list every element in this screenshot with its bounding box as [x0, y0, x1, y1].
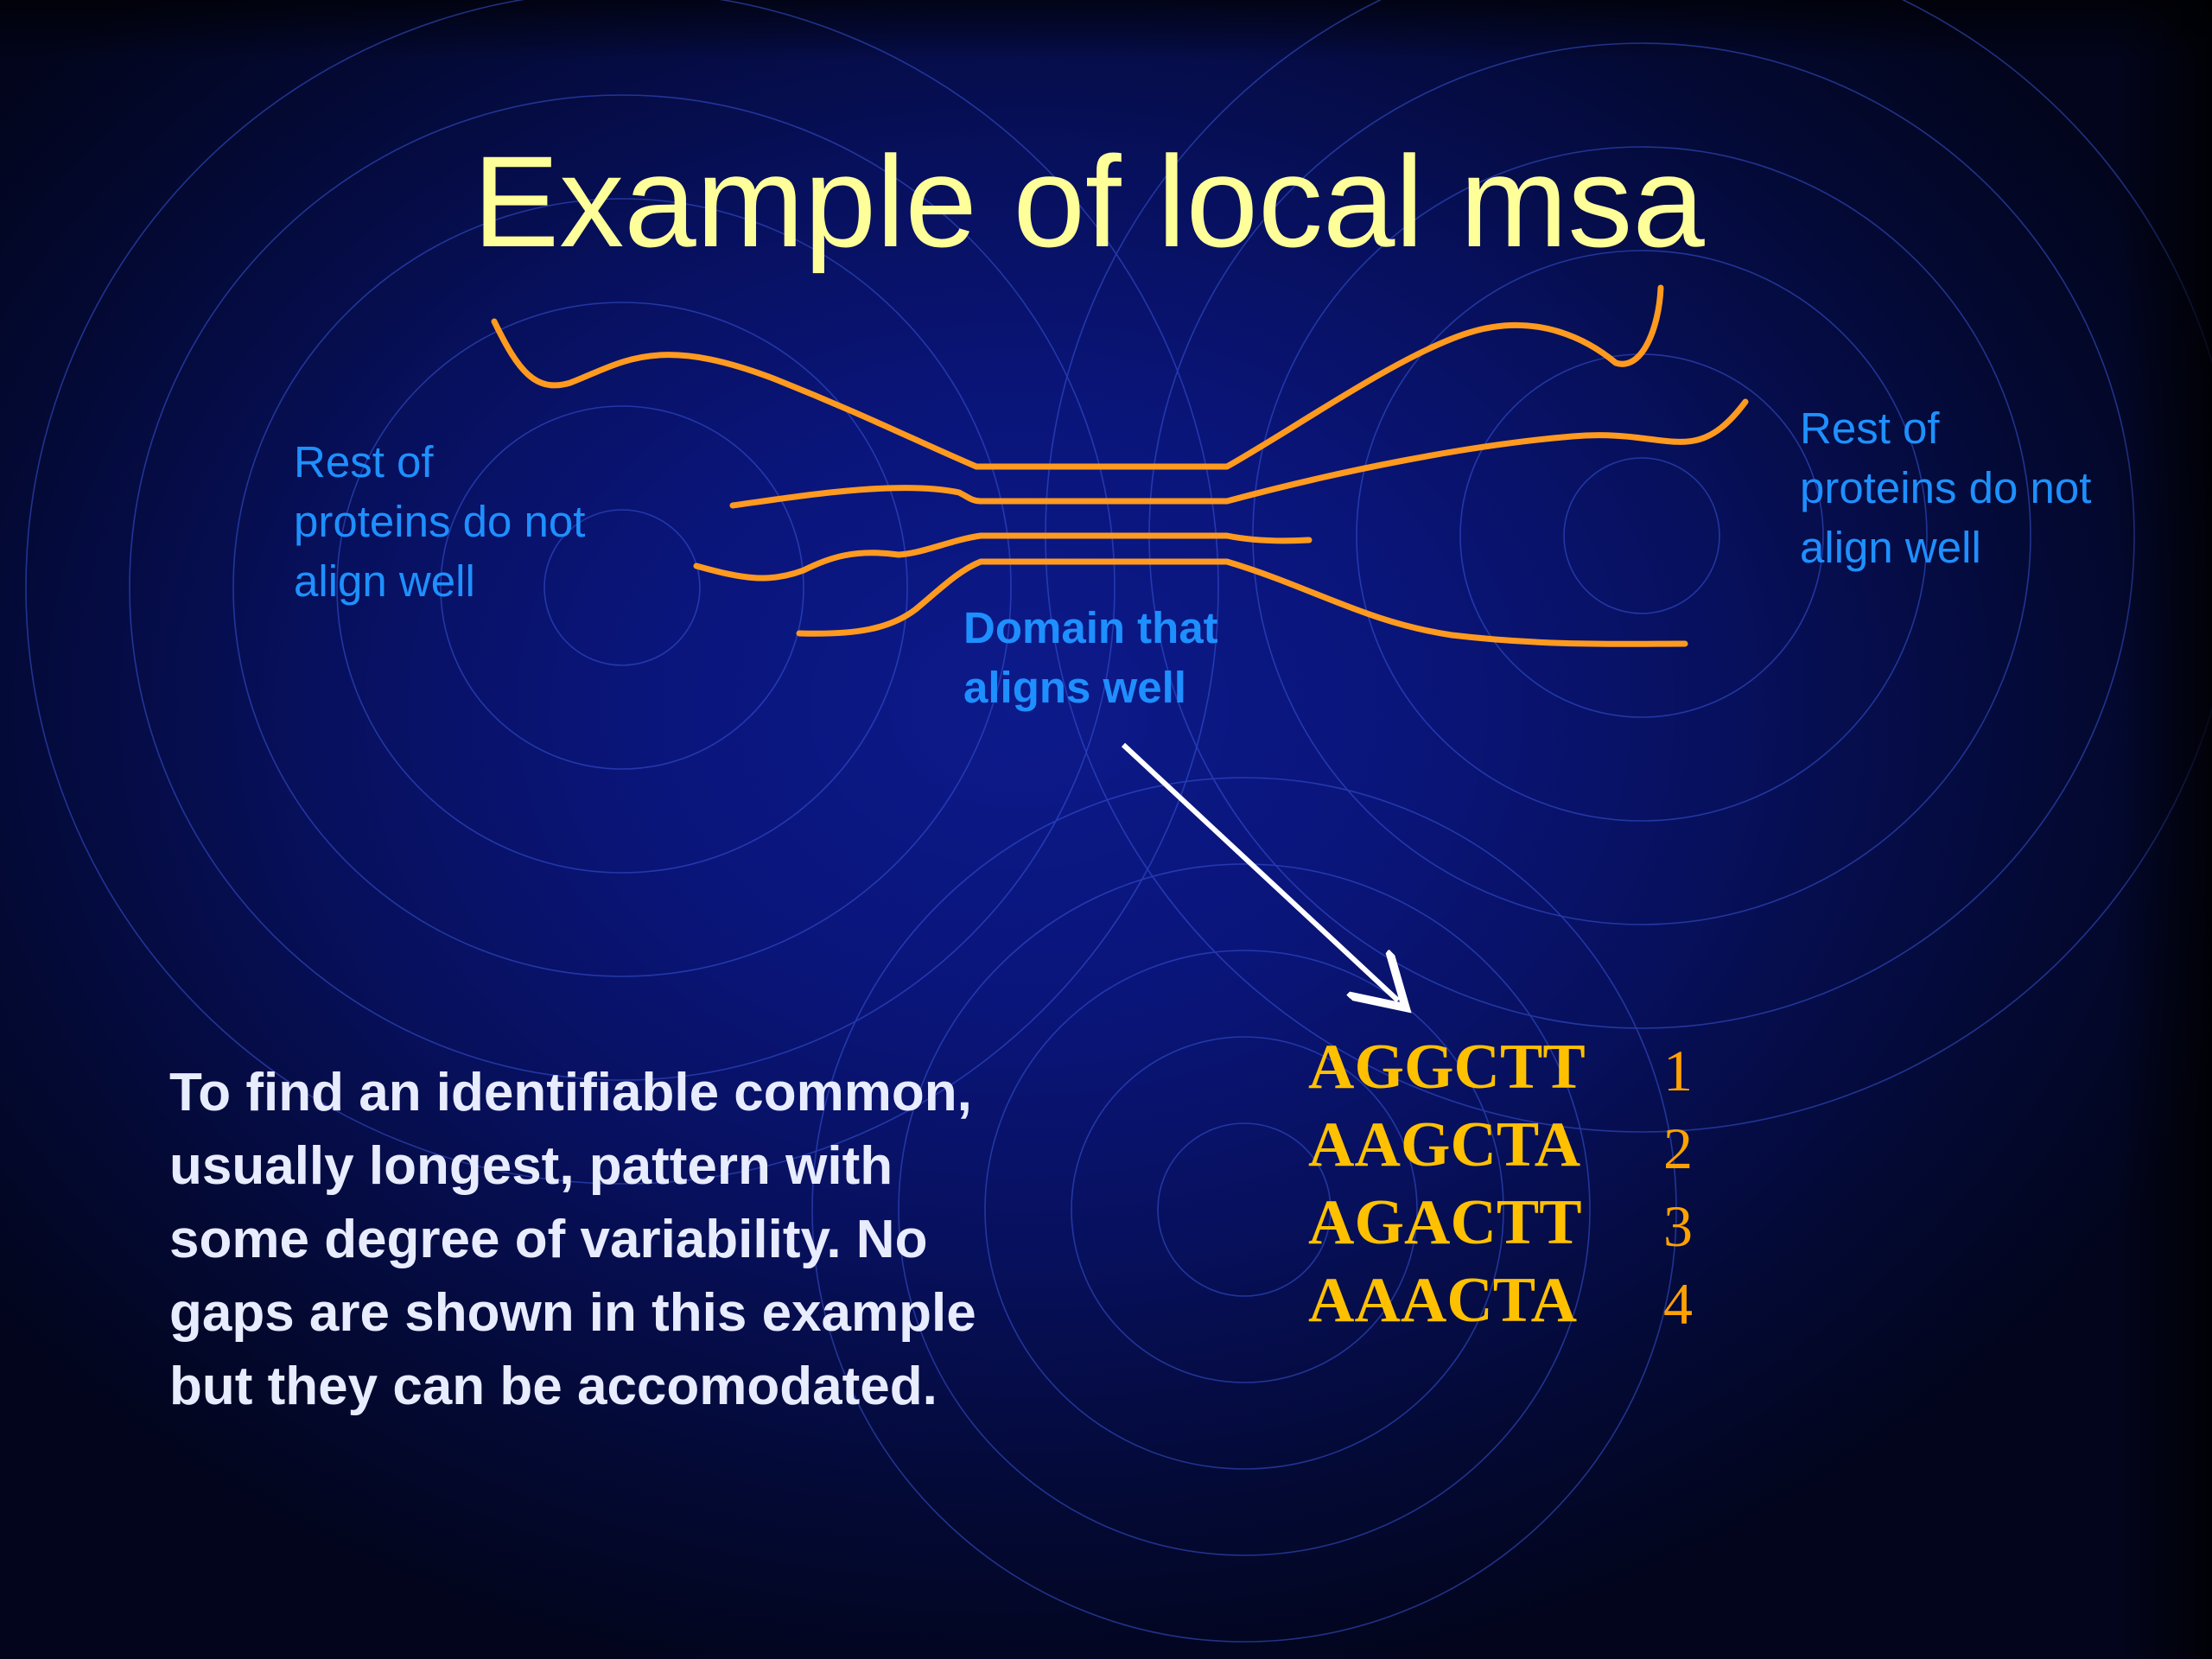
domain-arrow — [1121, 742, 1398, 1001]
alignment-row: AAACTA 4 — [1308, 1262, 1758, 1339]
domain-label-line: Domain that — [963, 603, 1218, 652]
sequence-number: 1 — [1663, 1038, 1693, 1103]
domain-label-line: aligns well — [963, 663, 1186, 712]
left-rest-label: Rest of proteins do not align well — [294, 432, 585, 611]
description-text: To find an identifiable common, usually … — [169, 1056, 976, 1423]
sequence: AGGCTT — [1308, 1032, 1586, 1103]
description-line: gaps are shown in this example — [169, 1283, 976, 1343]
right-rest-label-line: Rest of — [1800, 404, 1940, 453]
ring-group-left — [25, 0, 1219, 1185]
ring-group-bottom — [811, 777, 1677, 1643]
sequence: AGACTT — [1308, 1187, 1582, 1258]
sequence: AAGCTA — [1308, 1109, 1581, 1180]
sequence-number: 3 — [1663, 1193, 1693, 1259]
sequence: AAACTA — [1308, 1265, 1578, 1336]
sequence-number: 2 — [1663, 1116, 1693, 1181]
alignment-row: AGGCTT 1 — [1308, 1028, 1758, 1106]
alignment-row: AAGCTA 2 — [1308, 1106, 1758, 1184]
right-rest-label-line: align well — [1800, 523, 1981, 572]
domain-label: Domain that aligns well — [963, 598, 1218, 717]
left-rest-label-line: Rest of — [294, 437, 434, 486]
protein-line-2 — [729, 398, 1749, 509]
alignment-row: AGACTT 3 — [1308, 1184, 1758, 1262]
description-line: but they can be accomodated. — [169, 1357, 938, 1416]
description-line: usually longest, pattern with — [169, 1136, 893, 1196]
description-line: To find an identifiable common, — [169, 1063, 972, 1122]
right-rest-label-line: proteins do not — [1800, 463, 2092, 512]
description-line: some degree of variability. No — [169, 1210, 928, 1269]
left-rest-label-line: proteins do not — [294, 497, 586, 546]
sequence-number: 4 — [1663, 1271, 1693, 1337]
left-rest-label-line: align well — [294, 556, 475, 606]
alignment-table: AGGCTT 1 AAGCTA 2 AGACTT 3 AAACTA 4 — [1308, 1028, 1758, 1339]
protein-line-4 — [796, 558, 1688, 647]
protein-line-1 — [491, 284, 1664, 470]
slide-title: Example of local msa — [473, 129, 1705, 274]
right-rest-label: Rest of proteins do not align well — [1800, 398, 2091, 577]
protein-line-3 — [693, 532, 1313, 582]
